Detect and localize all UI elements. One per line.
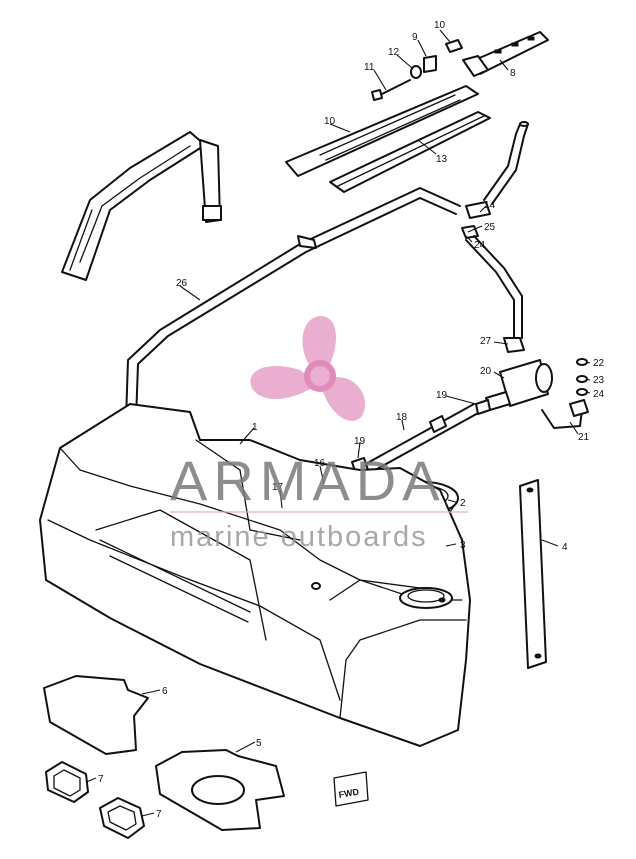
fuel-tank-part-1: [39, 403, 471, 747]
pad-part-6: [43, 675, 149, 755]
callout-22: 22: [593, 358, 605, 369]
brand-name: ARMADA: [170, 449, 446, 512]
callout-27: 26: [176, 278, 188, 289]
screw-part-22: [576, 358, 588, 366]
strap-part-9: [285, 85, 479, 177]
fwd-mark: FWD: [333, 771, 369, 807]
callout-6: 6: [162, 686, 168, 697]
fwd-text: FWD: [338, 786, 360, 799]
nut-part-24: [576, 388, 588, 396]
ring-part-7-b: [99, 797, 145, 839]
vent-body-part-20: [485, 359, 553, 411]
clamp-part-21: [541, 399, 589, 429]
callout-3: 3: [460, 540, 466, 551]
callout-12: 11: [364, 62, 375, 73]
callout-26: 25: [484, 222, 496, 233]
brand-watermark: ARMADA marine outboards: [170, 316, 468, 553]
washer-part-13: [410, 65, 422, 79]
washer-part-23: [576, 375, 588, 383]
callout-5: 5: [256, 738, 262, 749]
callout-14: 13: [436, 154, 448, 165]
vent-hose: [465, 235, 523, 339]
clip-part-25: [461, 225, 479, 239]
callout-10: 9: [412, 32, 418, 43]
brand-tagline: marine outboards: [170, 521, 428, 553]
callout-19-lower: 19: [354, 436, 366, 447]
clip-part-28: [503, 337, 525, 353]
callout-11: 10: [434, 20, 446, 31]
callout-7-b: 7: [156, 809, 162, 820]
hose-part-15: [483, 121, 529, 205]
bracket-strap-left: [61, 131, 222, 281]
callout-7-a: 7: [98, 774, 104, 785]
callout-15: 14: [484, 200, 496, 211]
callout-9: 10: [324, 116, 336, 127]
callout-4: 4: [562, 542, 568, 553]
callout-1: 1: [252, 422, 258, 433]
callout-16: 16: [314, 458, 326, 469]
callout-20: 20: [480, 366, 492, 377]
callout-labels: 10 9 12 11 8 10 13 14 25 24 26 27 20 22 …: [98, 20, 605, 820]
clip-part-19-upper: [475, 399, 491, 415]
callout-25: 24: [474, 240, 486, 251]
callout-17: 17: [272, 482, 284, 493]
plate-part-5: [155, 749, 285, 831]
callout-2: 2: [460, 498, 466, 509]
callout-8: 8: [510, 68, 516, 79]
strap-part-4: [519, 479, 547, 669]
pad-part-14: [329, 111, 491, 193]
callout-19-upper: 19: [436, 390, 448, 401]
callout-18: 18: [396, 412, 408, 423]
callout-28: 27: [480, 336, 492, 347]
propeller-logo-icon: [250, 316, 366, 421]
bolt-part-12: [371, 79, 411, 101]
callout-24: 24: [593, 389, 605, 400]
callout-21: 21: [578, 432, 590, 443]
strap-part-8: [462, 31, 549, 77]
tube-part-18: [361, 403, 481, 475]
connector-part-26: [465, 201, 491, 219]
ring-part-7-a: [45, 761, 89, 803]
callout-23: 23: [593, 375, 605, 386]
callout-13: 12: [388, 47, 400, 58]
leader-lines: [85, 29, 591, 817]
nut-part-10: [423, 55, 437, 73]
bolt-part-11: [445, 39, 463, 53]
